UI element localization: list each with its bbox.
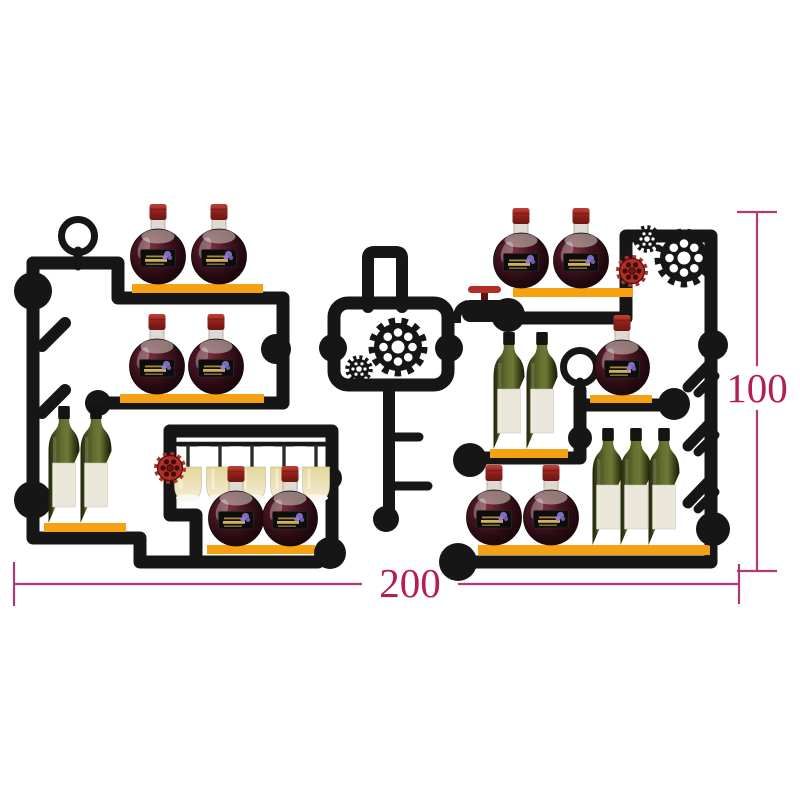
flange-dot — [435, 334, 463, 362]
dimension-annotations: 100 200 — [12, 210, 788, 606]
shelf — [590, 395, 652, 403]
green-wine-bottle — [48, 405, 80, 524]
flange-dot — [568, 426, 592, 450]
right-mid-pipe — [465, 383, 587, 465]
flange-dot — [658, 388, 690, 420]
gear-icon — [372, 321, 424, 373]
faucet-handle — [468, 286, 501, 293]
ball-wine-bottle — [130, 203, 186, 285]
gear-small-icon — [348, 358, 371, 381]
ball-wine-bottle — [466, 464, 522, 546]
flange-dot — [319, 334, 347, 362]
flange-dot — [698, 330, 728, 360]
flange-dot — [373, 506, 399, 532]
green-wine-bottle — [80, 405, 112, 524]
green-wine-bottle — [493, 331, 525, 450]
valve-wheel-icon — [157, 455, 184, 482]
green-wine-bottle — [648, 427, 680, 546]
shelf — [513, 288, 633, 297]
green-wine-bottle — [526, 331, 558, 450]
flange-dot — [14, 481, 52, 519]
green-wine-bottle — [620, 427, 652, 546]
faucet-icon — [447, 286, 525, 332]
diagonal-stub-pipes-left — [36, 317, 71, 419]
ball-wine-bottle — [188, 313, 244, 395]
ball-wine-bottle — [553, 207, 609, 289]
faucet-body — [462, 300, 512, 322]
shelf — [132, 284, 263, 293]
ball-wine-bottle — [129, 313, 185, 395]
left-rack-section — [14, 203, 346, 569]
flange-dot — [261, 334, 291, 364]
dimension-width-label: 200 — [379, 560, 441, 606]
gear-small-icon — [636, 228, 659, 251]
dimension-height-line — [737, 210, 777, 573]
diagonal-stub-pipes-right-short — [693, 371, 720, 514]
flange-dot — [14, 272, 52, 310]
shelf — [490, 449, 568, 458]
flange-dot — [439, 543, 477, 581]
faucet-spout — [447, 300, 469, 323]
middle-stub-pipes — [384, 432, 433, 491]
flange-dot — [696, 512, 730, 546]
shelf — [120, 394, 264, 403]
valve-wheel-icon — [619, 258, 646, 285]
shelf — [478, 545, 710, 555]
wine-glass — [302, 441, 330, 503]
gear-icon — [658, 232, 710, 284]
ball-wine-bottle — [594, 314, 650, 396]
middle-gear-section — [319, 246, 463, 532]
flange-dot — [314, 537, 346, 569]
shelf — [207, 545, 315, 554]
middle-top-bump-pipe — [362, 246, 408, 313]
ball-wine-bottle — [191, 203, 247, 285]
green-wine-bottle — [592, 427, 624, 546]
diagonal-stub-pipes-right — [682, 356, 718, 509]
dimension-height-label: 100 — [726, 365, 788, 411]
faucet-handle-post — [481, 293, 488, 302]
right-rack-section — [439, 207, 730, 581]
ball-wine-bottle — [523, 464, 579, 546]
ball-wine-bottle — [493, 207, 549, 289]
dimension-width-line — [12, 562, 741, 606]
shelf — [44, 523, 126, 532]
flange-dot — [453, 443, 487, 477]
glass-rack-top-pipe — [163, 424, 339, 560]
